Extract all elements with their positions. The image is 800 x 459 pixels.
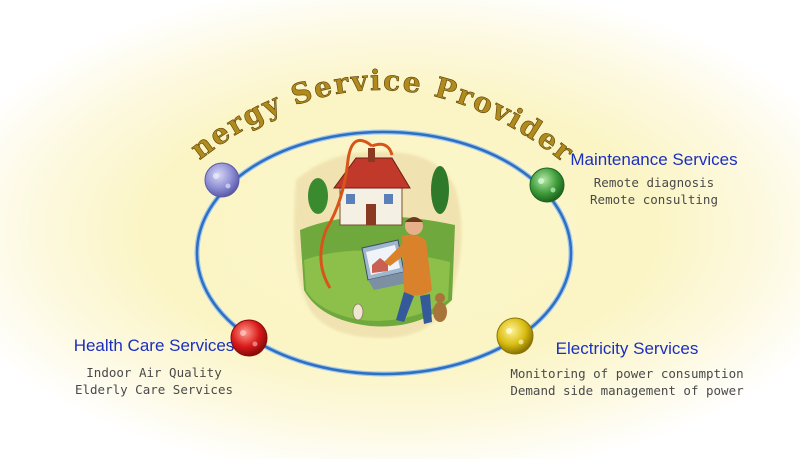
health-item-elderly-care: Elderly Care Services bbox=[74, 382, 234, 397]
maintenance-services-title: Maintenance Services bbox=[570, 150, 738, 169]
health-care-services-label: Health Care Services Indoor Air Quality … bbox=[48, 336, 260, 398]
ring bbox=[194, 129, 574, 377]
center-illustration bbox=[293, 138, 462, 339]
electricity-services-title: Electricity Services bbox=[555, 339, 699, 358]
node-electricity bbox=[496, 317, 534, 355]
diagram-title: Energy Service Providers bbox=[0, 0, 581, 169]
health-item-indoor-air-quality: Indoor Air Quality bbox=[86, 365, 222, 380]
electricity-services-label: Electricity Services Monitoring of power… bbox=[496, 339, 758, 399]
electricity-item-monitoring: Monitoring of power consumption bbox=[510, 366, 744, 381]
health-care-services-title: Health Care Services bbox=[73, 336, 235, 355]
node-maintenance bbox=[529, 167, 565, 203]
electricity-item-demand-side: Demand side management of power bbox=[510, 383, 744, 398]
node-unlabeled bbox=[204, 162, 240, 198]
maintenance-item-remote-diagnosis: Remote diagnosis bbox=[593, 175, 715, 190]
maintenance-services-label: Maintenance Services Remote diagnosis Re… bbox=[562, 150, 746, 208]
node-health bbox=[230, 319, 268, 357]
maintenance-item-remote-consulting: Remote consulting bbox=[590, 192, 718, 207]
